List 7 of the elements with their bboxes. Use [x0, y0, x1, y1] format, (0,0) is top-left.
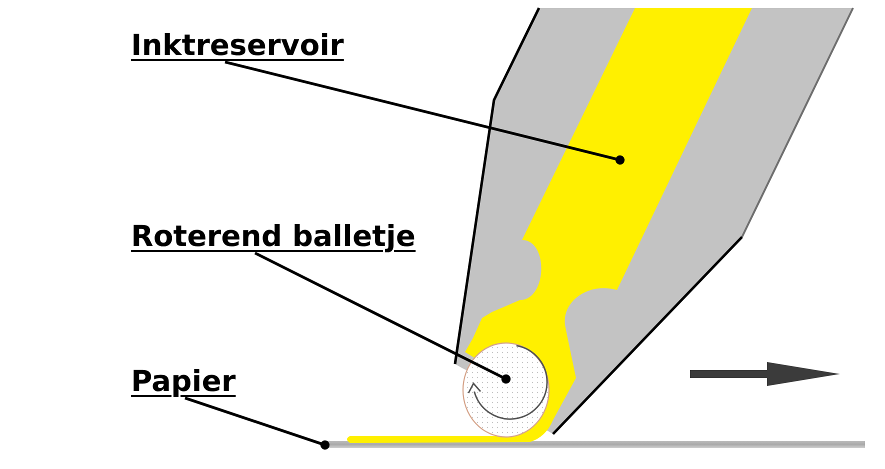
part-label: Papier: [131, 364, 236, 398]
paper-strip: [325, 441, 865, 448]
part-label: Inktreservoir: [131, 28, 344, 62]
leader-line: [184, 396, 330, 450]
part-label: Roterend balletje: [131, 219, 416, 253]
leader-line: [254, 252, 511, 384]
leader-line: [224, 60, 625, 165]
